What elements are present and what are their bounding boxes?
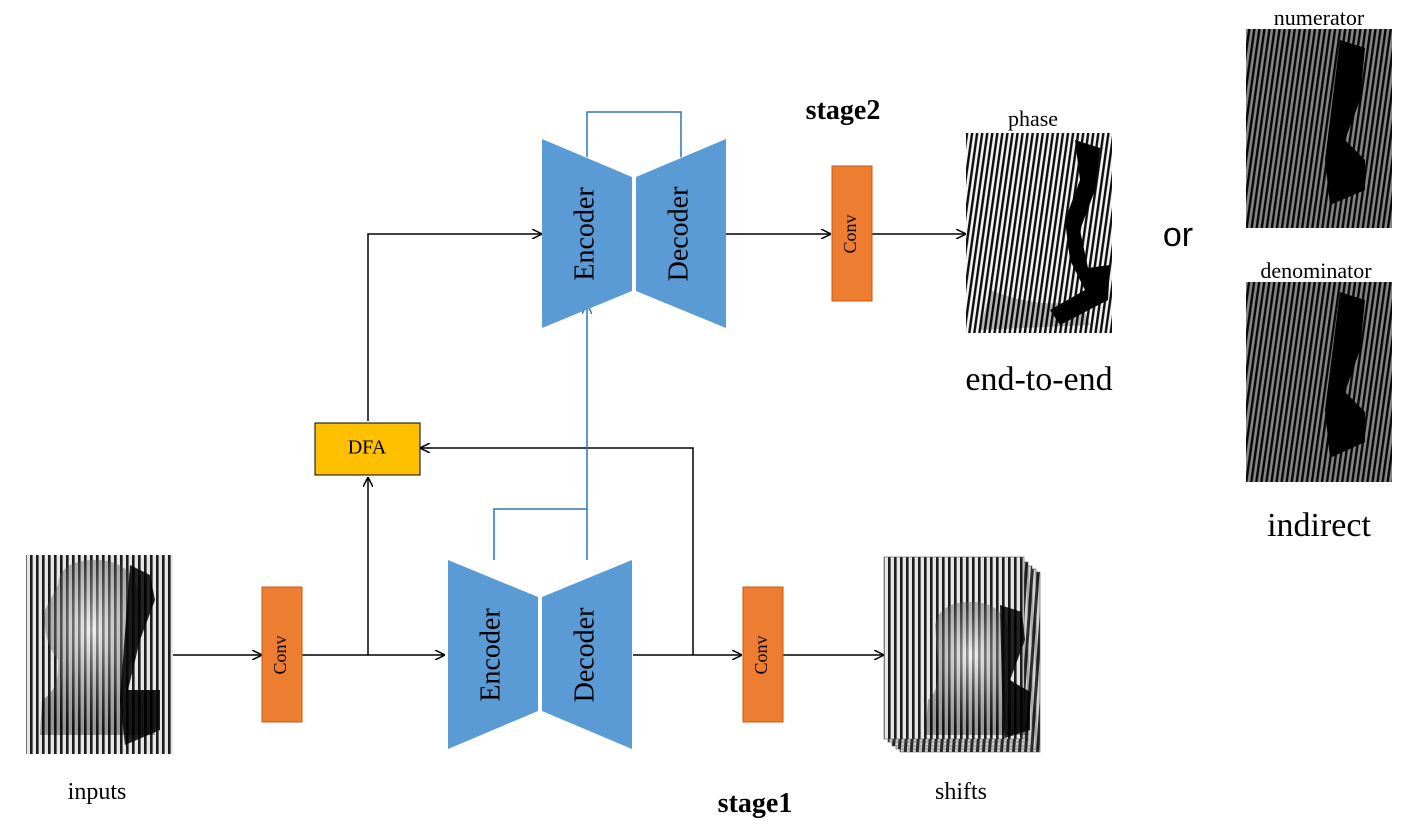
arrow-dfa-to-encoder2: [367, 234, 541, 421]
numerator-image: [1246, 29, 1392, 228]
encoder-block-stage1: Encoder: [448, 560, 538, 749]
conv-block-stage1: Conv: [742, 586, 784, 723]
label-indirect: indirect: [1267, 507, 1371, 544]
encoder-block-stage2: Encoder: [542, 139, 632, 328]
label-inputs: inputs: [68, 779, 127, 805]
dfa-label: DFA: [348, 437, 387, 459]
skip-line-stage1: [493, 508, 588, 560]
dfa-block: DFA: [314, 422, 421, 476]
encoder-stage1-label: Encoder: [475, 608, 506, 702]
skip-line-stage2: [586, 111, 682, 157]
encoder-stage2-label: Encoder: [569, 187, 600, 281]
connectors: [173, 234, 965, 655]
inputs-image: [26, 555, 173, 754]
conv-block-stage2: Conv: [831, 165, 873, 302]
conv-stage1-label: Conv: [751, 635, 771, 674]
label-denominator: denominator: [1260, 258, 1372, 283]
label-stage1: stage1: [718, 788, 793, 819]
phase-image: [966, 133, 1112, 333]
skip-connections: [493, 111, 682, 560]
label-phase: phase: [1008, 106, 1058, 131]
label-shifts: shifts: [935, 779, 987, 805]
label-end-to-end: end-to-end: [965, 361, 1112, 398]
label-numerator: numerator: [1274, 5, 1365, 30]
label-or: or: [1163, 216, 1193, 254]
decoder-stage1-label: Decoder: [569, 607, 600, 703]
denominator-image: [1246, 282, 1392, 482]
decoder-block-stage1: Decoder: [542, 560, 632, 749]
conv-block-input: Conv: [261, 586, 303, 723]
shifts-image-stack: [883, 556, 1041, 753]
label-stage2: stage2: [806, 95, 881, 126]
decoder-block-stage2: Decoder: [636, 139, 726, 328]
decoder-stage2-label: Decoder: [663, 186, 694, 282]
conv-stage2-label: Conv: [840, 214, 860, 253]
arrow-decoder1-to-dfa: [421, 448, 694, 655]
conv-input-label: Conv: [270, 635, 290, 674]
